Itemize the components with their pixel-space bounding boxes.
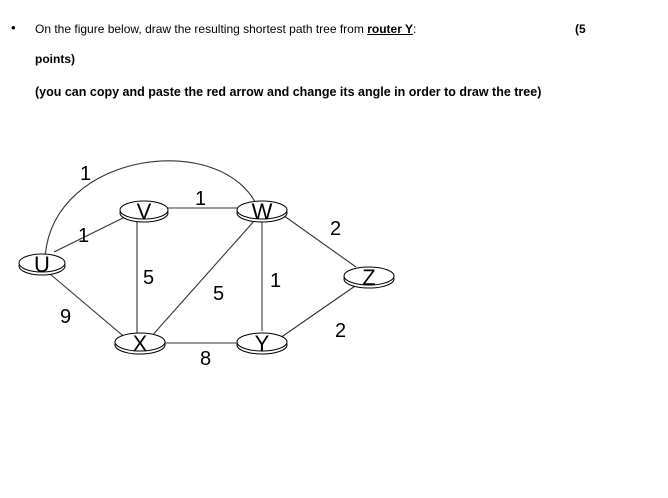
edge-u-x (49, 273, 129, 341)
router-label-w: W (252, 199, 273, 224)
edge-w-x (149, 219, 256, 339)
weight-u-x: 9 (60, 306, 71, 328)
router-node-y: Y (236, 331, 288, 356)
weight-w-x: 5 (213, 283, 224, 305)
points-open: (5 (575, 22, 586, 36)
edge-w-z (279, 212, 357, 268)
weight-w-z: 2 (330, 218, 341, 240)
weight-w-y: 1 (270, 270, 281, 292)
edge-u-w (44, 160, 259, 259)
weight-y-z: 2 (335, 320, 346, 342)
router-label-v: V (137, 199, 152, 224)
weight-x-y: 8 (200, 348, 211, 370)
router-label-x: X (133, 331, 148, 356)
points-close: points) (35, 52, 75, 66)
router-node-x: X (114, 331, 166, 356)
router-node-v: V (119, 199, 169, 224)
graph-edges (44, 160, 359, 344)
router-node-w: W (236, 199, 288, 224)
router-label-y: Y (255, 331, 270, 356)
router-node-z: Z (343, 265, 395, 290)
weight-v-x: 5 (143, 267, 154, 289)
question-text-end: : (412, 22, 417, 36)
router-label-u: U (34, 252, 50, 277)
edge-weights: 1 1 9 1 5 5 1 2 8 2 (60, 163, 346, 370)
router-node-u: U (18, 252, 66, 277)
question-text-start: On the figure below, draw the resulting … (35, 22, 368, 36)
edge-u-v (53, 211, 136, 253)
question-text: On the figure below, draw the resulting … (35, 22, 416, 36)
router-label: router Y (367, 22, 413, 36)
hint-text: (you can copy and paste the red arrow an… (35, 85, 542, 99)
weight-v-w: 1 (195, 188, 206, 210)
router-label-z: Z (362, 265, 375, 290)
bullet-point: • (11, 20, 16, 35)
weight-u-w: 1 (80, 163, 91, 185)
edge-y-z (279, 283, 359, 339)
weight-u-v: 1 (78, 225, 89, 247)
